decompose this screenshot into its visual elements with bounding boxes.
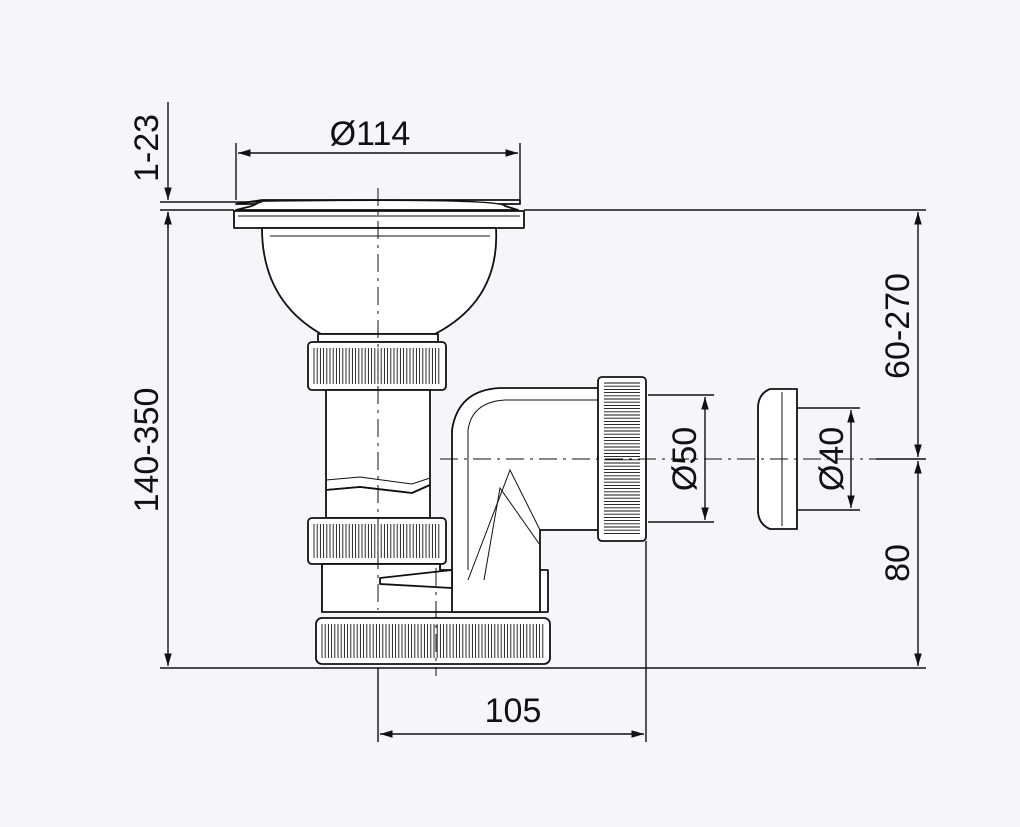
strainer-plate <box>235 199 519 211</box>
elbow-body <box>451 387 601 613</box>
strainer-bowl <box>261 227 498 335</box>
dimension-lines <box>160 102 926 742</box>
dim-outlet-diameter: Ø50 <box>666 427 704 491</box>
upper-nut-knurl <box>313 348 440 384</box>
dim-total-height: 140-350 <box>128 388 166 513</box>
sink-flange <box>233 210 525 229</box>
siphon-body <box>233 199 798 665</box>
dim-adapter-diameter: Ø40 <box>813 427 851 491</box>
dimension-labels: Ø114 1-23 140-350 60-270 80 Ø50 Ø40 105 <box>128 114 917 730</box>
upper-nut <box>307 341 447 391</box>
dim-diameter-top: Ø114 <box>330 115 411 153</box>
middle-nut <box>307 517 447 565</box>
centerlines <box>377 188 900 676</box>
dim-horizontal-offset: 105 <box>485 692 542 730</box>
dim-lower-height: 80 <box>879 544 917 582</box>
dim-upper-height: 60-270 <box>879 273 917 379</box>
dim-flange-height: 1-23 <box>128 114 166 182</box>
